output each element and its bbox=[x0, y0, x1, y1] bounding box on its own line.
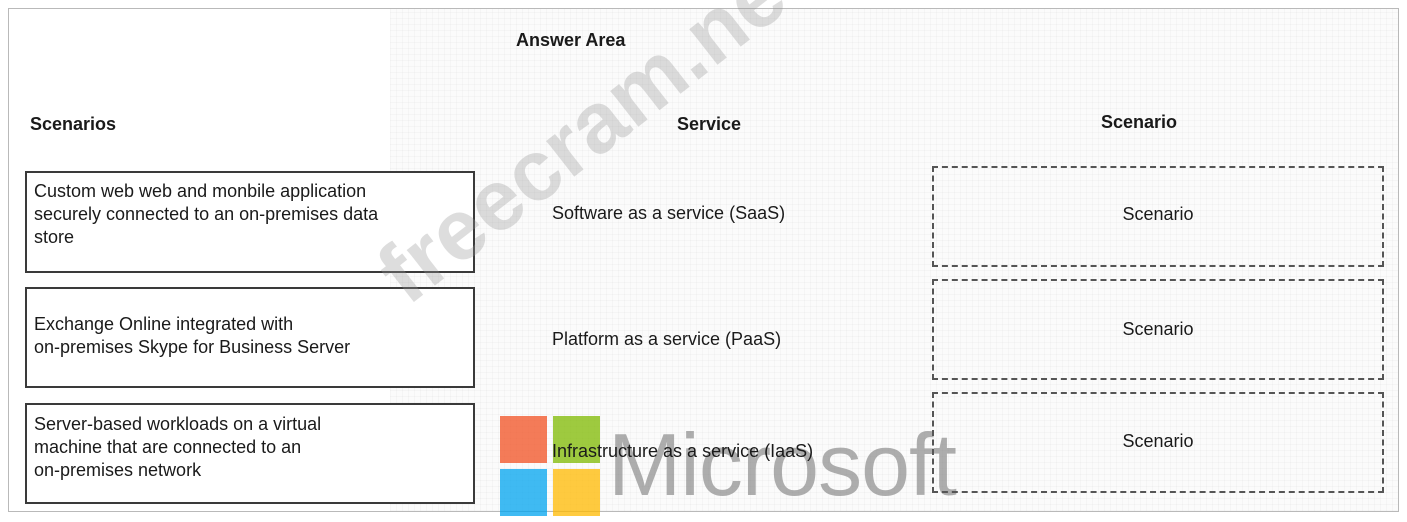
scenario-text-line: on-premises network bbox=[34, 460, 202, 480]
microsoft-logo-watermark bbox=[500, 416, 602, 518]
service-paas-label: Platform as a service (PaaS) bbox=[552, 329, 782, 349]
answer-area-title: Answer Area bbox=[516, 30, 626, 50]
scenario-text-line: securely connected to an on-premises dat… bbox=[34, 204, 379, 224]
microsoft-wordmark-watermark: Microsoft bbox=[608, 415, 957, 514]
logo-green-square bbox=[553, 416, 600, 463]
scenario-text-line: Custom web web and monbile application bbox=[34, 181, 367, 201]
scenario-option-custom-web[interactable]: Custom web web and monbile application s… bbox=[25, 171, 475, 273]
scenario-header: Scenario bbox=[1101, 112, 1178, 132]
logo-blue-square bbox=[500, 469, 547, 516]
logo-red-square bbox=[500, 416, 547, 463]
scenarios-header: Scenarios bbox=[30, 114, 117, 134]
scenario-option-server-workloads[interactable]: Server-based workloads on a virtual mach… bbox=[25, 403, 475, 504]
drop-target-iaas[interactable]: Scenario bbox=[932, 392, 1384, 493]
scenario-text-line: machine that are connected to an bbox=[34, 437, 302, 457]
service-iaas-label: Infrastructure as a service (IaaS) bbox=[552, 441, 814, 461]
service-saas-label: Software as a service (SaaS) bbox=[552, 203, 786, 223]
scenario-option-exchange-online[interactable]: Exchange Online integrated with on-premi… bbox=[25, 287, 475, 388]
logo-yellow-square bbox=[553, 469, 600, 516]
drop-target-label: Scenario bbox=[1122, 431, 1194, 451]
drop-target-saas[interactable]: Scenario bbox=[932, 166, 1384, 267]
service-header: Service bbox=[677, 114, 742, 134]
drop-target-label: Scenario bbox=[1122, 204, 1194, 224]
scenario-text-line: Server-based workloads on a virtual bbox=[34, 414, 322, 434]
drop-target-paas[interactable]: Scenario bbox=[932, 279, 1384, 380]
drop-target-label: Scenario bbox=[1122, 319, 1194, 339]
scenario-text-line: store bbox=[34, 227, 75, 247]
scenario-text-line: Exchange Online integrated with bbox=[34, 314, 294, 334]
scenario-text-line: on-premises Skype for Business Server bbox=[34, 337, 351, 357]
